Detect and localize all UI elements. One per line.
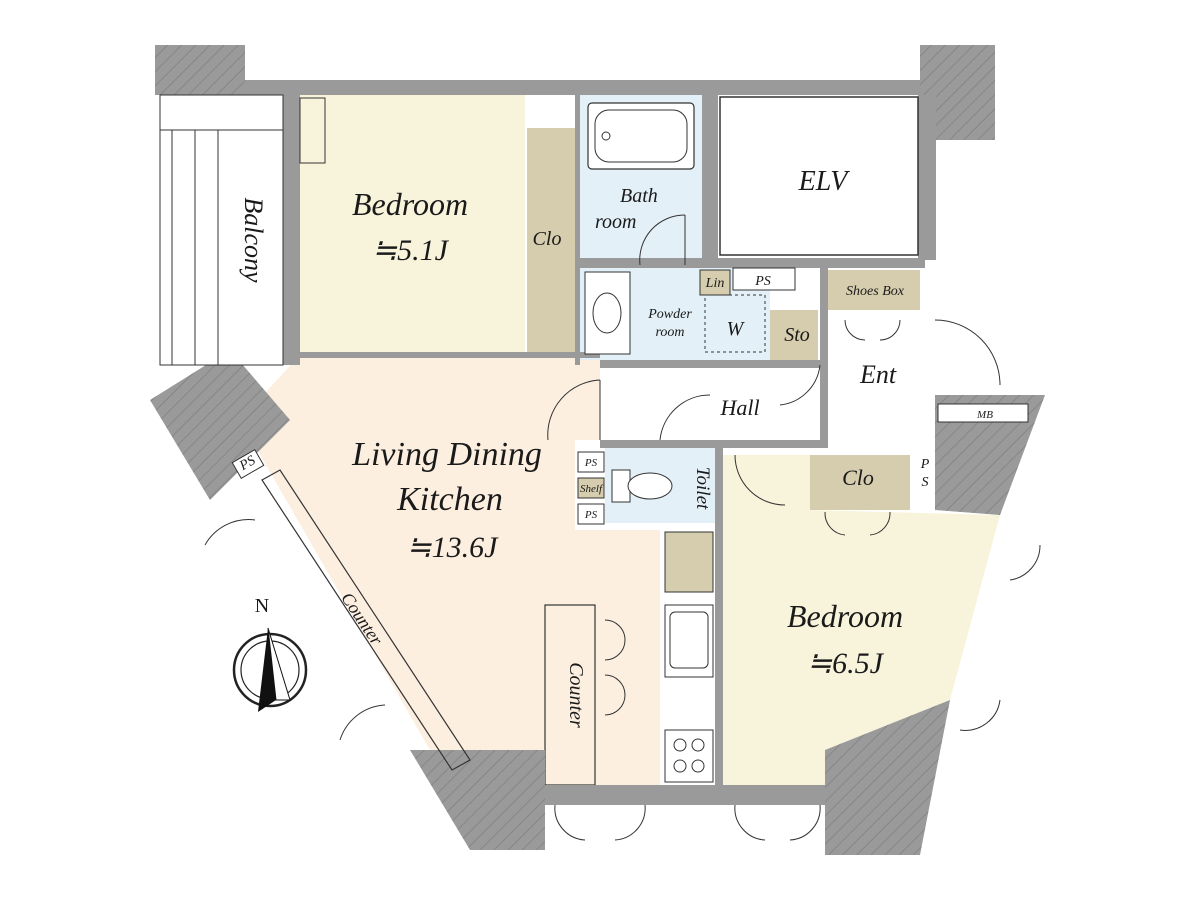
storage-floor	[770, 310, 818, 360]
closet1-floor	[527, 128, 575, 352]
powder-label-line2: room	[655, 325, 684, 340]
powder-label-line1: Powder	[647, 307, 692, 322]
ldk-name-line1: Living Dining	[351, 436, 542, 473]
bathroom-label-line2: room	[595, 211, 636, 233]
doors	[204, 97, 1041, 841]
ps-top-label: PS	[754, 274, 771, 289]
kitchen-counter-floor	[544, 604, 596, 786]
walls	[150, 45, 1045, 855]
balcony-label: Balcony	[239, 197, 268, 283]
shoesbox-floor	[828, 270, 920, 310]
storage-label: Sto	[784, 324, 810, 346]
bathroom-label-line1: Bath	[620, 185, 658, 207]
bathtub-icon	[587, 102, 695, 170]
bedroom2-name: Bedroom	[787, 598, 903, 634]
ldk-floor	[240, 355, 660, 790]
toilet-ps-top-label: PS	[584, 457, 598, 469]
closet1-label: Clo	[533, 228, 562, 250]
ldk-name-line2: Kitchen	[396, 481, 503, 518]
closet2-label: Clo	[842, 465, 874, 490]
cooktop-icon	[664, 729, 714, 783]
elevator-label: ELV	[798, 166, 851, 197]
ps-right-p: P	[920, 457, 930, 472]
compass-north-label: N	[255, 595, 269, 617]
toilet-icon	[611, 469, 673, 503]
kitchen-sink-icon	[664, 604, 714, 678]
hall-label: Hall	[719, 395, 759, 420]
washer-label: W	[727, 318, 746, 340]
bedroom2-floor	[720, 455, 1000, 785]
sink-icon	[584, 271, 631, 355]
toilet-shelf-label: Shelf	[580, 483, 604, 495]
bedroom2-size: ≒6.5J	[807, 647, 885, 680]
closet2-floor	[810, 455, 910, 510]
counter-kitchen-label: Counter	[565, 662, 587, 728]
ps-right-s: S	[922, 475, 929, 490]
room-outlines	[159, 94, 1029, 783]
washer-area	[704, 294, 766, 353]
meter-box-label: MB	[976, 409, 993, 421]
linen-label: Lin	[705, 276, 725, 291]
entrance-label: Ent	[859, 360, 897, 389]
toilet-ps-bottom-label: PS	[584, 509, 598, 521]
bedroom1-floor	[300, 95, 525, 353]
elevator-shaft	[719, 96, 919, 256]
balcony-area	[159, 94, 284, 366]
bedroom1-size: ≒5.1J	[372, 234, 450, 267]
ps-left-label: PS	[236, 453, 258, 474]
north-arrow-icon	[258, 628, 276, 712]
shoesbox-label: Shoes Box	[846, 284, 905, 299]
bedroom1-name: Bedroom	[352, 186, 468, 222]
ldk-size: ≒13.6J	[407, 531, 500, 564]
toilet-label: Toilet	[692, 467, 713, 510]
compass: N	[232, 595, 308, 712]
